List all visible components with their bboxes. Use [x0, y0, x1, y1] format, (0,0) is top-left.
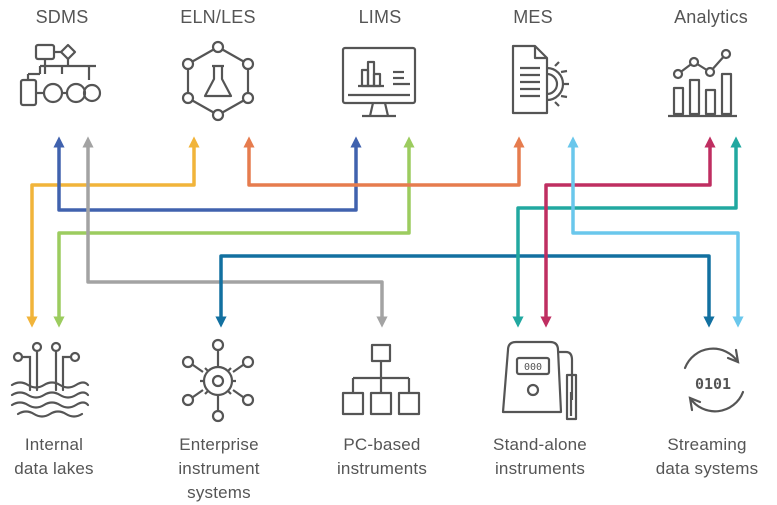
monitor-chart-icon	[341, 46, 417, 118]
connections-group	[26, 136, 744, 328]
label-analytics: Analytics	[674, 7, 748, 27]
label-line: instruments	[494, 459, 586, 478]
label-mes: MES	[513, 7, 553, 27]
flask-network-icon	[181, 40, 255, 122]
label-pc-based-instruments: PC-based instruments	[322, 433, 442, 481]
label-enterprise-instrument-systems: Enterprise instrument systems	[164, 433, 274, 505]
connector-eln-to-mes	[243, 136, 525, 187]
label-stand-alone-instruments: Stand-alone instruments	[480, 433, 600, 481]
stream-digits-text: 0101	[695, 375, 731, 393]
connector-sdms-to-pc-based	[82, 136, 388, 328]
label-line: systems	[187, 483, 251, 502]
connector-mes-to-streaming	[567, 136, 744, 328]
streaming-binary-icon: 0101	[683, 347, 745, 413]
label-line: instrument	[178, 459, 260, 478]
label-line: data lakes	[14, 459, 94, 478]
label-line: Stand-alone	[493, 435, 587, 454]
label-line: Enterprise	[179, 435, 259, 454]
label-line: Internal	[24, 435, 84, 454]
label-line: data systems	[655, 459, 759, 478]
connector-sdms-to-lims	[53, 136, 362, 212]
gear-network-icon	[181, 338, 255, 423]
hierarchy-icon	[341, 343, 421, 416]
label-line: instruments	[336, 459, 428, 478]
label-line: Streaming	[667, 435, 747, 454]
label-sdms: SDMS	[35, 7, 89, 27]
device-display-text: 000	[524, 362, 542, 373]
connector-enterprise-to-streaming	[215, 254, 715, 328]
document-gear-icon	[511, 44, 569, 115]
data-lake-icon	[10, 341, 90, 418]
label-line: PC-based	[343, 435, 421, 454]
instrument-device-icon: 000	[501, 340, 578, 421]
label-eln-les: ELN/LES	[180, 7, 256, 27]
flowchart-icon	[19, 43, 102, 107]
label-internal-data-lakes: Internal data lakes	[2, 433, 106, 481]
label-lims: LIMS	[358, 7, 402, 27]
label-streaming-data-systems: Streaming data systems	[642, 433, 772, 481]
analytics-chart-icon	[668, 48, 737, 118]
